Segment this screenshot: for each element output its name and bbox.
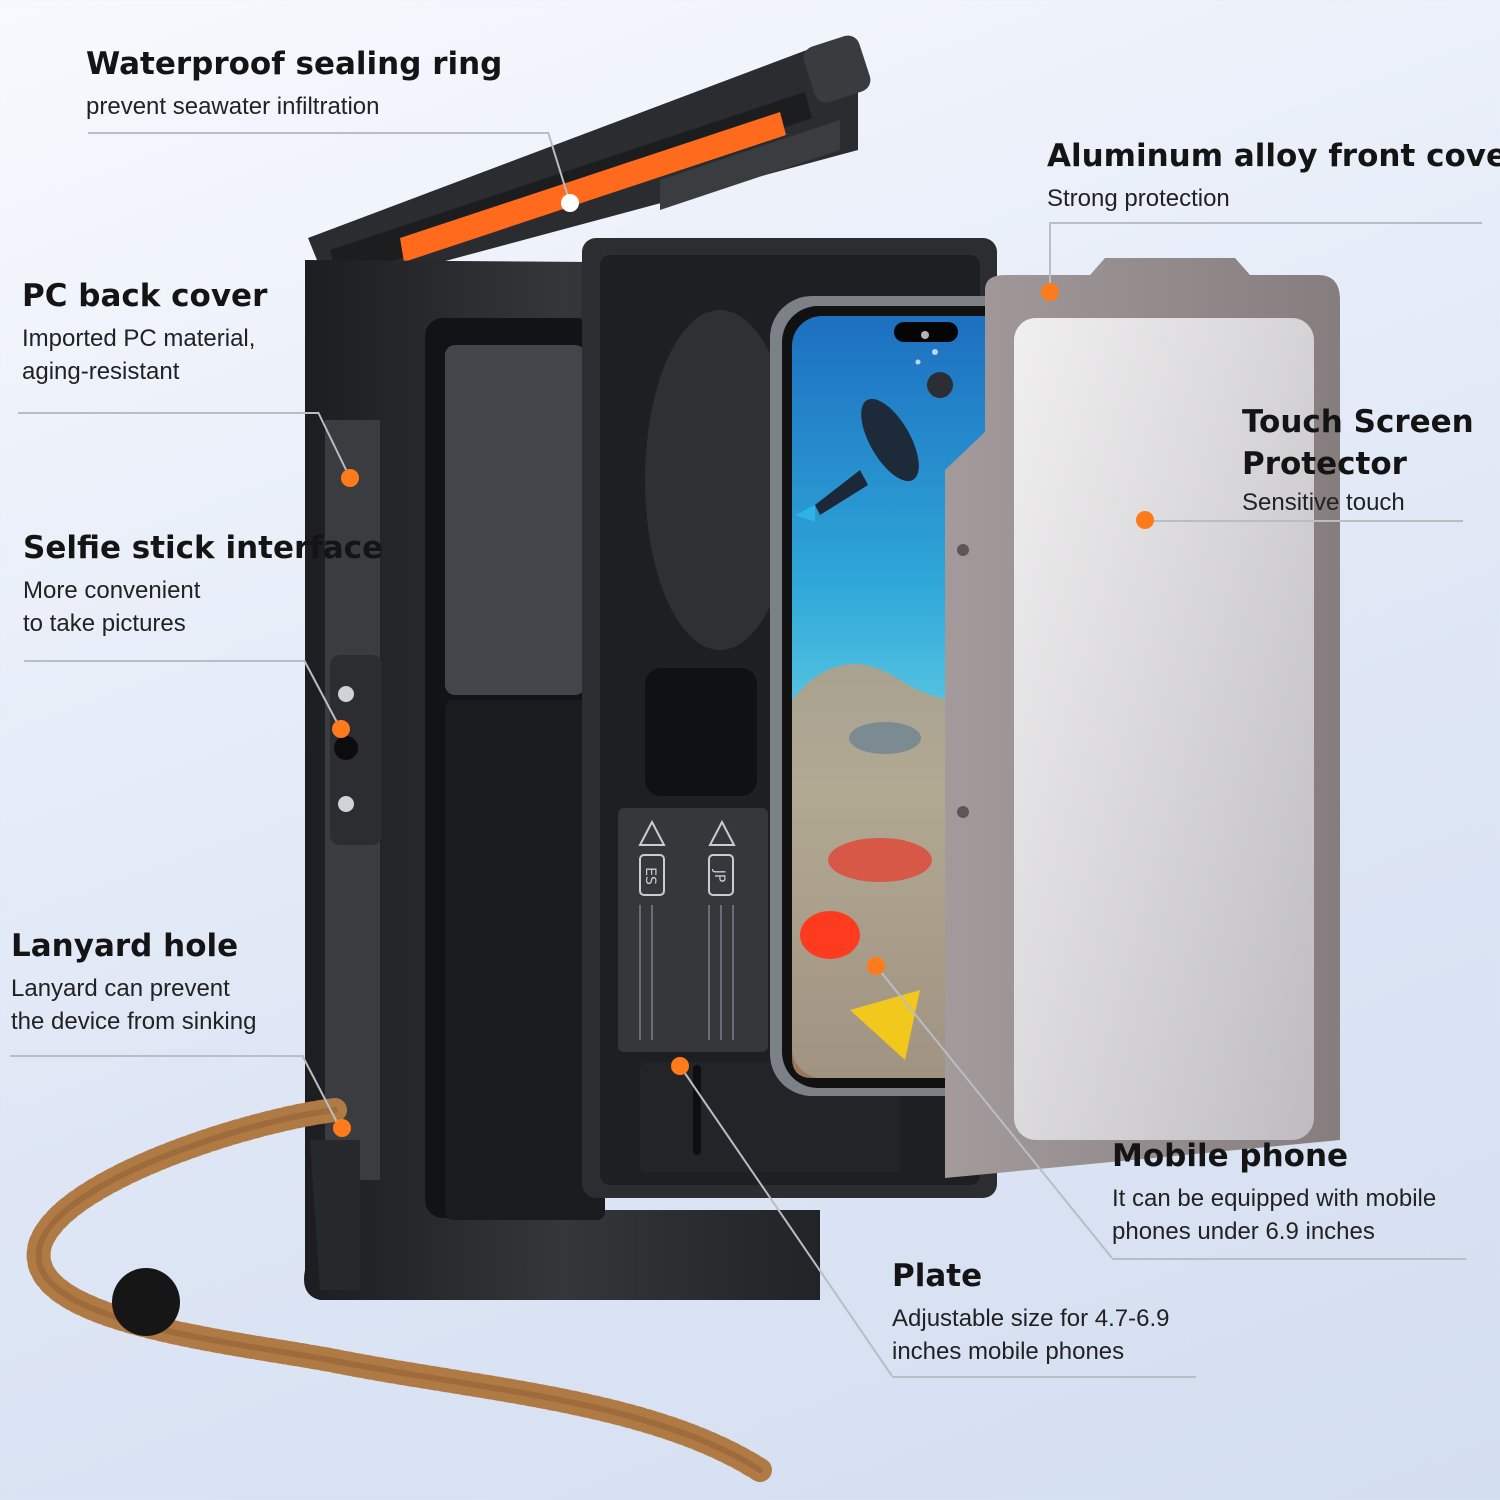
marker-sealing-ring [561, 194, 579, 212]
mount-screw-icon [338, 796, 354, 812]
callout-desc-line1: More convenient [23, 576, 201, 604]
callout-selfie-interface: Selfie stick interface More convenient t… [23, 528, 383, 640]
leader-sealing-ring [88, 132, 548, 134]
marker-lanyard-hole [333, 1119, 351, 1137]
callout-title: Plate [892, 1258, 983, 1294]
marker-back-cover [341, 469, 359, 487]
fish [850, 990, 920, 1060]
housing-back-frame [304, 260, 820, 1300]
marker-front-cover [1041, 283, 1059, 301]
marker-plate [671, 1057, 689, 1075]
fish [849, 722, 921, 754]
callout-title-line2: Protector [1242, 445, 1407, 482]
leader-selfie-interface [24, 660, 304, 662]
lanyard [26, 1098, 772, 1482]
callout-desc-line2: the device from sinking [11, 1007, 257, 1035]
plate-label-panel [618, 808, 768, 1052]
callout-title: PC back cover [22, 278, 268, 314]
leader-mobile-phone [1112, 1258, 1466, 1260]
callout-desc: Strong protection [1047, 184, 1230, 212]
marker-mobile-phone [867, 957, 885, 975]
callout-lanyard-hole: Lanyard hole Lanyard can prevent the dev… [11, 926, 256, 1038]
lid-knob [803, 35, 871, 103]
fish [800, 911, 860, 959]
marker-selfie-interface [332, 720, 350, 738]
callout-desc-line2: aging-resistant [22, 357, 180, 385]
plate-code-left: ES [642, 867, 658, 885]
plate-code-right: JP [711, 869, 727, 883]
diver-figure [795, 372, 953, 522]
touch-screen-protector [1014, 318, 1314, 1140]
callout-mobile-phone: Mobile phone It can be equipped with mob… [1112, 1136, 1436, 1248]
callout-desc-line1: Lanyard can prevent [11, 974, 230, 1002]
thread-hole-icon [334, 736, 358, 760]
mount-screw-icon [338, 686, 354, 702]
leader-plate [892, 1376, 1196, 1378]
aluminum-front-cover [945, 258, 1340, 1178]
callout-title: Aluminum alloy front cover [1047, 138, 1500, 174]
housing-lid [308, 35, 871, 292]
callout-desc-line1: Imported PC material, [22, 324, 256, 352]
callout-title-line1: Touch Screen [1242, 404, 1474, 440]
callout-touch-protector: Touch Screen Protector Sensitive touch [1242, 402, 1474, 519]
callout-desc-line2: to take pictures [23, 609, 186, 637]
callout-title: Selfie stick interface [23, 530, 384, 566]
marker-touch-protector [1136, 511, 1154, 529]
fish [828, 838, 932, 882]
leader-front-cover [1050, 222, 1482, 224]
callout-desc-line1: It can be equipped with mobile [1112, 1184, 1437, 1212]
callout-desc: prevent seawater infiltration [86, 92, 380, 120]
callout-sealing-ring: Waterproof sealing ring prevent seawater… [86, 44, 502, 123]
leader-touch-protector [1145, 520, 1463, 522]
callout-front-cover: Aluminum alloy front cover Strong protec… [1047, 136, 1500, 215]
leader-lanyard-hole [10, 1055, 302, 1057]
callout-desc-line2: phones under 6.9 inches [1112, 1217, 1375, 1245]
callout-title: Waterproof sealing ring [86, 46, 503, 82]
cord-lock-icon [112, 1268, 180, 1336]
callout-title: Mobile phone [1112, 1138, 1349, 1174]
callout-desc: Sensitive touch [1242, 488, 1405, 516]
callout-title: Lanyard hole [11, 928, 239, 964]
warning-triangle-icon [708, 819, 736, 846]
callout-desc-line1: Adjustable size for 4.7-6.9 [892, 1304, 1170, 1332]
warning-triangle-icon [638, 819, 666, 846]
callout-desc-line2: inches mobile phones [892, 1337, 1125, 1365]
leader-back-cover [18, 412, 318, 414]
callout-plate: Plate Adjustable size for 4.7-6.9 inches… [892, 1256, 1170, 1368]
sealing-ring [400, 112, 786, 262]
callout-back-cover: PC back cover Imported PC material, agin… [22, 276, 267, 388]
